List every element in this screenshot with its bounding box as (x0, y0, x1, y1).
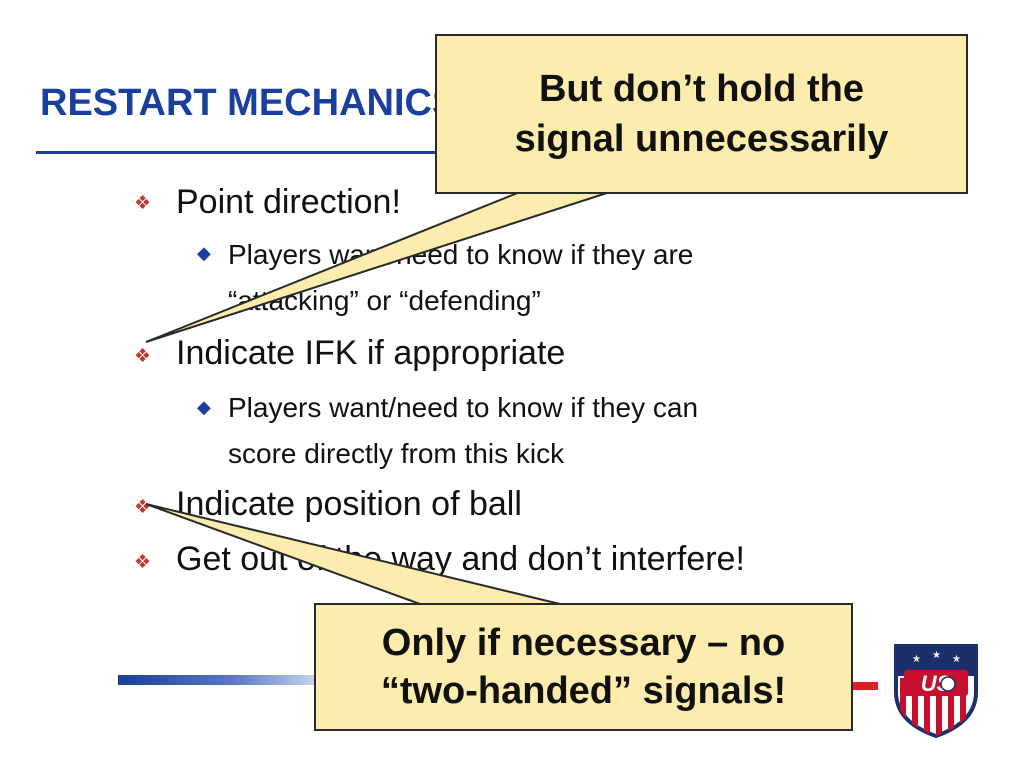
callout-top-line: signal unnecessarily (514, 118, 889, 160)
bottom-callout-pointer (145, 503, 561, 605)
bullet-text: Indicate IFK if appropriate (176, 334, 566, 372)
sub-bullet-icon: ◆ (197, 397, 211, 417)
callout-top: But don’t hold the signal unnecessarily (435, 34, 968, 194)
bullet-icon: ❖ (134, 193, 152, 214)
bullet-text: Indicate position of ball (176, 485, 522, 523)
title-underline (36, 151, 446, 154)
sub-bullet-text: Players want/need to know if they can sc… (228, 385, 698, 477)
bullet-icon: ❖ (134, 497, 152, 518)
sub-bullet-line: score directly from this kick (228, 438, 565, 469)
slide-title: RESTART MECHANICS (40, 82, 458, 124)
bullet-icon: ❖ (134, 346, 152, 367)
svg-text:★: ★ (952, 654, 961, 665)
bullet-icon: ❖ (134, 552, 152, 573)
svg-text:★: ★ (932, 650, 941, 661)
callout-bottom: Only if necessary – no “two-handed” sign… (314, 603, 853, 731)
sub-bullet-line: Players want/need to know if they are (228, 239, 694, 270)
footer-red-bar (850, 682, 878, 690)
bullet-text: Point direction! (176, 183, 401, 221)
sub-bullet-icon: ◆ (197, 243, 211, 263)
us-soccer-crest-logo: ★ ★ ★ US (894, 644, 978, 739)
callout-top-line: But don’t hold the (538, 68, 865, 110)
callout-bottom-line: Only if necessary – no (381, 622, 786, 664)
svg-text:★: ★ (912, 654, 921, 665)
footer-blue-bar (118, 675, 328, 685)
callout-bottom-line: “two-handed” signals! (380, 670, 787, 712)
top-callout-pointer (145, 191, 611, 343)
sub-bullet-line: Players want/need to know if they can (228, 392, 699, 423)
